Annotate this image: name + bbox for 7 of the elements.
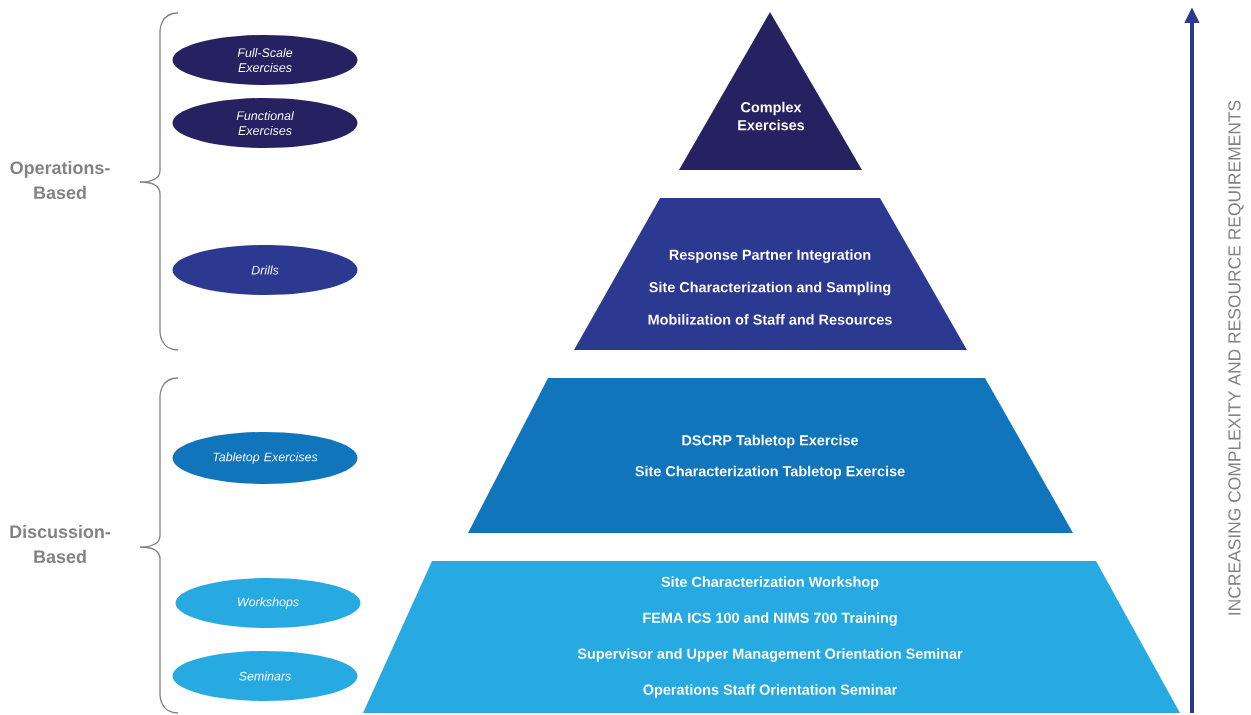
pyramid-tier: Complex Exercises — [679, 12, 862, 170]
pyramid-tier: Site Characterization Workshop FEMA ICS 100 and NIMS 700 Training Supervisor and Upper Management Orientation Seminar Operations Staff Orientation Seminar — [363, 561, 1180, 713]
axis-label: INCREASING COMPLEXITY AND RESOURCE REQUIREMENTS — [1228, 100, 1244, 615]
bracket-label: Discussion-Based — [10, 524, 111, 564]
pyramid-tier: DSCRP Tabletop Exercise Site Characterization Tabletop Exercise — [468, 378, 1073, 533]
pyramid-tier: Response Partner Integration Site Characterization and Sampling Mobilization of Staff and Resources — [574, 198, 967, 350]
bracket-label: Operations-Based — [10, 160, 110, 200]
